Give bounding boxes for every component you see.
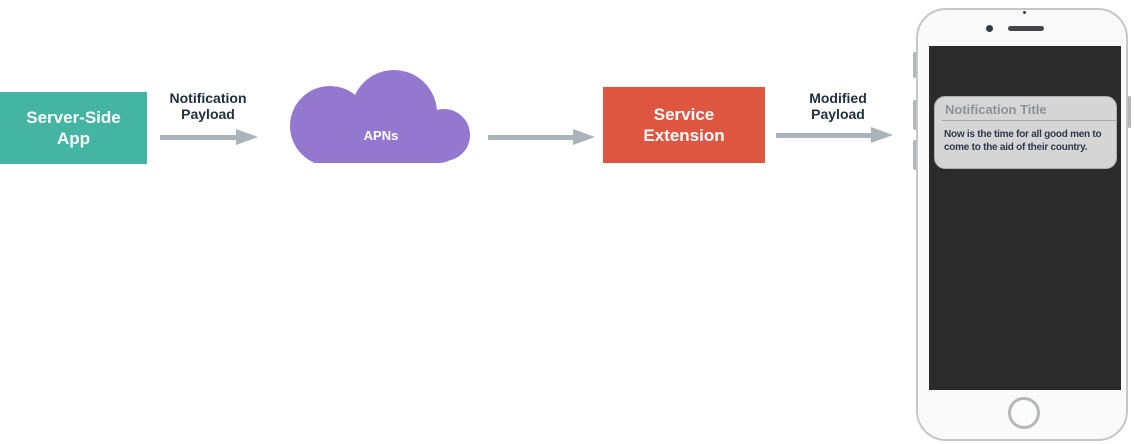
- node-apns-label: APNs: [363, 128, 399, 143]
- arrow-label-modified-payload: Modified Payload: [809, 90, 867, 122]
- node-service-extension: Service Extension: [603, 87, 765, 163]
- notification-body: Now is the time for all good men to come…: [944, 129, 1102, 153]
- volume-up-button: [913, 100, 917, 130]
- earpiece-speaker-icon: [1008, 26, 1044, 31]
- home-button: [1008, 397, 1040, 429]
- notification-divider: [942, 120, 1116, 121]
- node-service-extension-label: Service Extension: [643, 105, 725, 145]
- node-server-side-app: Server-Side App: [0, 92, 147, 164]
- node-apns-cloud: APNs: [290, 70, 472, 163]
- arrow-head-icon: [871, 127, 893, 143]
- mute-switch: [913, 52, 917, 78]
- notification-title: Notification Title: [945, 102, 1047, 117]
- arrow-service-to-phone: [776, 127, 893, 143]
- arrow-head-icon: [573, 129, 595, 145]
- arrow-shaft: [488, 135, 573, 140]
- arrow-label-notification-payload: Notification Payload: [169, 90, 247, 122]
- power-button: [1127, 96, 1131, 128]
- node-server-side-app-label: Server-Side App: [26, 108, 121, 148]
- phone-screen: Notification Title Now is the time for a…: [929, 46, 1121, 390]
- arrow-shaft: [160, 135, 236, 140]
- arrow-server-to-apns: [160, 129, 258, 145]
- front-camera-icon: [986, 25, 993, 32]
- volume-down-button: [913, 140, 917, 170]
- proximity-sensor-icon: [1023, 11, 1026, 14]
- arrow-shaft: [776, 133, 871, 138]
- arrow-head-icon: [236, 129, 258, 145]
- arrow-apns-to-service-extension: [488, 129, 595, 145]
- cloud-shape-icon: [290, 70, 470, 163]
- push-notification-banner: Notification Title Now is the time for a…: [934, 96, 1117, 169]
- iphone-mockup: Notification Title Now is the time for a…: [913, 8, 1131, 441]
